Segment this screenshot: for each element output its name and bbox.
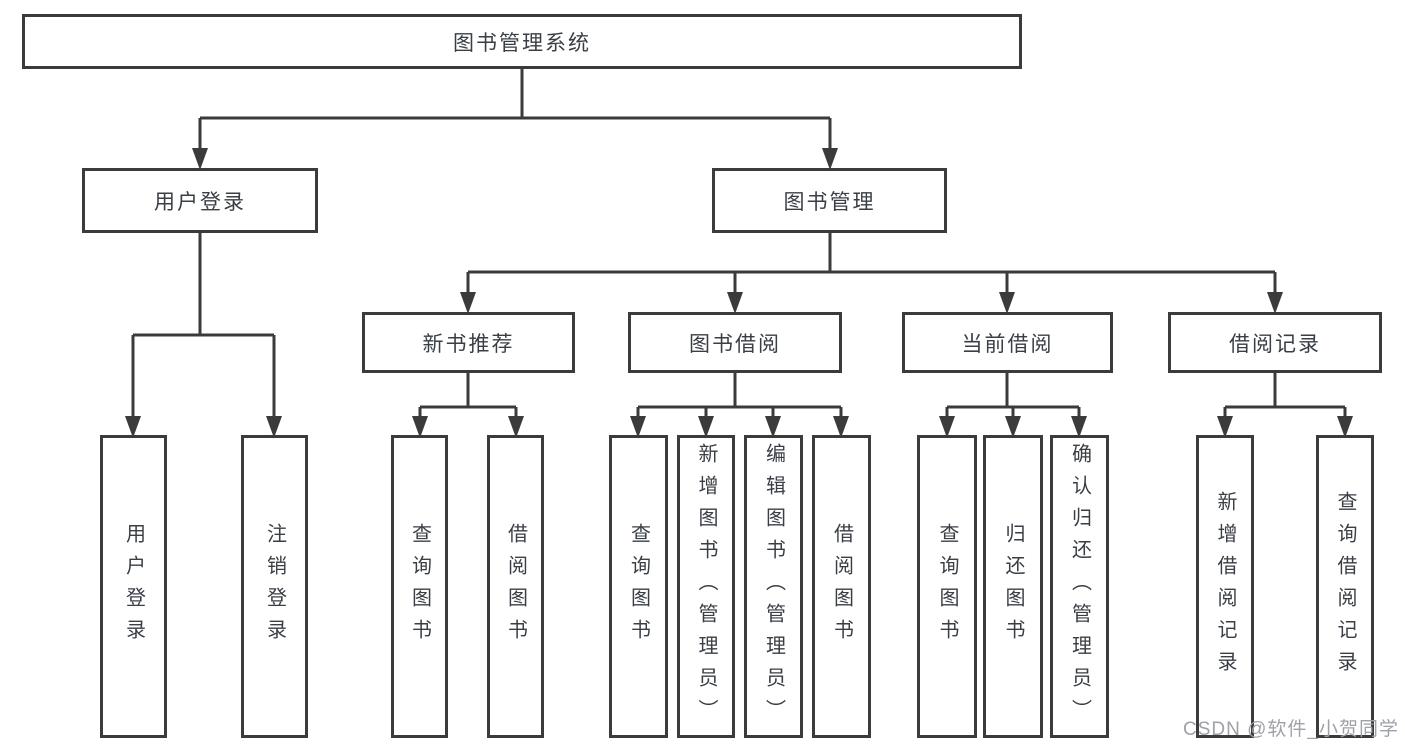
leaf-add-borrow-record: 新增借阅记录 [1196, 435, 1254, 738]
leaf-borrow-books-recommend: 借阅图书 [487, 435, 544, 738]
leaf-return-book: 归还图书 [983, 435, 1043, 738]
node-current-borrowing: 当前借阅 [902, 312, 1113, 373]
node-library-system: 图书管理系统 [22, 14, 1022, 69]
leaf-query-books-recommend: 查询图书 [391, 435, 448, 738]
leaf-user-login: 用户登录 [100, 435, 167, 738]
leaf-query-borrow-record: 查询借阅记录 [1316, 435, 1374, 738]
leaf-edit-book-admin: 编辑图书（管理员） [744, 435, 803, 738]
leaf-logout: 注销登录 [241, 435, 308, 738]
node-book-borrowing: 图书借阅 [628, 312, 842, 373]
leaf-borrow-books: 借阅图书 [812, 435, 871, 738]
leaf-add-book-admin: 新增图书（管理员） [677, 435, 735, 738]
node-book-management: 图书管理 [712, 168, 947, 233]
leaf-query-books-current: 查询图书 [917, 435, 977, 738]
watermark-csdn: CSDN @软件_小贺同学 [1183, 719, 1399, 740]
node-user-login: 用户登录 [82, 168, 318, 233]
node-new-book-recommend: 新书推荐 [362, 312, 575, 373]
node-borrowing-records: 借阅记录 [1168, 312, 1382, 373]
leaf-confirm-return-admin: 确认归还（管理员） [1050, 435, 1109, 738]
leaf-query-books-borrowing: 查询图书 [609, 435, 668, 738]
